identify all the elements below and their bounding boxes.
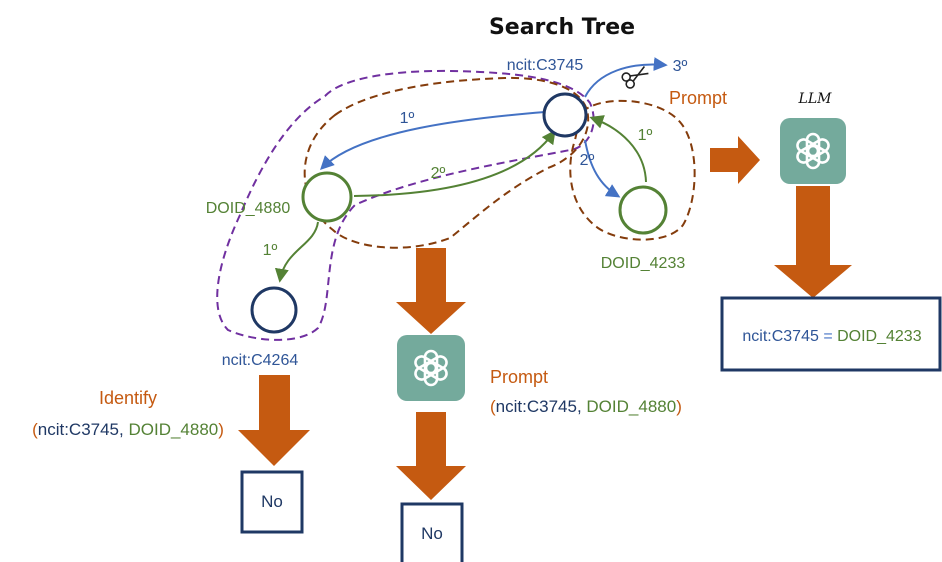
prompt-middle-open: ( bbox=[490, 397, 496, 416]
edge-label-root-to-doid4880: 1º bbox=[400, 110, 415, 127]
answer-middle: No bbox=[421, 524, 443, 543]
scissors-icon bbox=[621, 66, 649, 89]
identify-a: ncit:C3745 bbox=[38, 420, 119, 439]
edge-label-root-pruned: 3º bbox=[673, 58, 688, 75]
answer-box-middle bbox=[400, 502, 464, 562]
node-doid-4233 bbox=[618, 185, 668, 235]
result-box bbox=[720, 296, 942, 372]
arrow-to-llm bbox=[710, 136, 760, 184]
answer-left: No bbox=[261, 492, 283, 511]
edge-label-doid4233-to-root: 1º bbox=[638, 127, 653, 144]
result-equation: ncit:C3745 = DOID_4233 bbox=[742, 328, 921, 345]
diagram-title: Search Tree bbox=[489, 15, 635, 40]
node-label-doid-4880: DOID_4880 bbox=[206, 200, 291, 217]
prompt-middle-pair: (ncit:C3745, DOID_4880) bbox=[490, 397, 682, 416]
edge-root-to-doid4880 bbox=[320, 111, 546, 170]
edge-doid4880-to-root bbox=[353, 129, 556, 197]
brown-dashed-region-left bbox=[303, 76, 590, 249]
answer-box-left bbox=[240, 470, 304, 534]
arrow-middle-bottom bbox=[396, 412, 466, 500]
prompt-middle-close: ) bbox=[676, 397, 682, 416]
identify-close: ) bbox=[218, 420, 224, 439]
edge-label-doid4880-to-c4264: 1º bbox=[263, 242, 278, 259]
prompt-middle-sep: , bbox=[577, 397, 586, 416]
arrow-left-down bbox=[238, 375, 310, 466]
identify-sep: , bbox=[119, 420, 128, 439]
result-equals: = bbox=[819, 328, 837, 345]
identify-b: DOID_4880 bbox=[128, 420, 218, 439]
edge-root-pruned bbox=[584, 57, 668, 98]
result-left: ncit:C3745 bbox=[742, 328, 819, 345]
identify-label: Identify bbox=[99, 388, 157, 408]
node-label-doid-4233: DOID_4233 bbox=[601, 255, 686, 272]
node-doid-4880 bbox=[301, 171, 353, 223]
edge-label-doid4880-to-root: 2º bbox=[431, 165, 446, 182]
prompt-label-middle: Prompt bbox=[490, 367, 548, 387]
arrow-down-to-result bbox=[774, 186, 852, 298]
openai-logo-icon-right bbox=[780, 118, 846, 184]
node-label-ncit-c4264: ncit:C4264 bbox=[222, 352, 299, 369]
prompt-middle-a: ncit:C3745 bbox=[496, 397, 577, 416]
edge-root-to-doid4233 bbox=[584, 139, 621, 198]
llm-label: LLM bbox=[798, 91, 833, 107]
result-right: DOID_4233 bbox=[837, 328, 922, 345]
edge-doid4880-to-c4264 bbox=[274, 221, 319, 283]
identify-open: ( bbox=[32, 420, 38, 439]
node-ncit-c4264 bbox=[250, 286, 298, 334]
prompt-label-right: Prompt bbox=[669, 88, 727, 108]
arrow-middle-top bbox=[396, 248, 466, 334]
openai-logo-icon-middle bbox=[397, 335, 465, 401]
node-ncit-c3745 bbox=[542, 92, 588, 138]
edge-doid4233-to-root bbox=[589, 115, 647, 183]
edge-label-root-to-doid4233: 2º bbox=[580, 152, 595, 169]
node-label-ncit-c3745: ncit:C3745 bbox=[507, 57, 584, 74]
identify-pair: (ncit:C3745, DOID_4880) bbox=[32, 420, 224, 439]
prompt-middle-b: DOID_4880 bbox=[586, 397, 676, 416]
